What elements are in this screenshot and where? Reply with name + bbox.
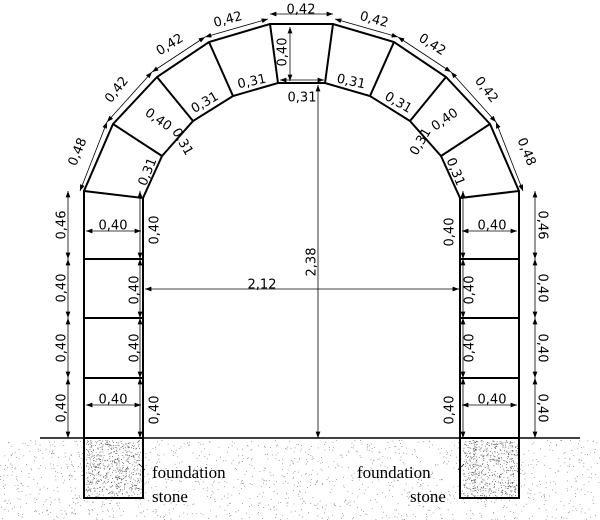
ground-stipple <box>0 440 600 520</box>
voussoir-depth-dim: 0,40 <box>429 106 461 135</box>
voussoir-joint <box>83 190 144 199</box>
arch-inner-dim: 0,31 <box>335 72 366 93</box>
dimension-lines <box>65 11 538 438</box>
voussoir-joint <box>324 23 334 84</box>
arch-inner-dim: 0,31 <box>443 156 468 188</box>
pier-width: 0,40 <box>99 219 128 234</box>
voussoir-joint <box>112 123 163 157</box>
keystone-depth-dim: 0,40 <box>276 38 291 67</box>
pier-height-top-right: 0,46 <box>535 211 550 240</box>
arch-outer-dim: 0,42 <box>154 31 187 59</box>
pier-height-right: 0,40 <box>535 334 550 363</box>
arch-inner-dim: 0,31 <box>407 126 434 159</box>
dimension-line <box>106 71 153 123</box>
pier-height-top-left: 0,46 <box>55 211 70 240</box>
pier-height-right: 0,40 <box>535 274 550 303</box>
pier-width: 0,40 <box>478 393 507 408</box>
keystone-inner-dim: 0,31 <box>288 91 317 106</box>
voussoir-joint <box>269 23 279 84</box>
pier-inner-height: 0,40 <box>128 276 143 305</box>
arch-outer-springer-dim: 0,48 <box>514 136 539 168</box>
pier-height-left: 0,40 <box>55 394 70 423</box>
pier-inner-height: 0,40 <box>463 334 478 363</box>
voussoir-depth-dim: 0,40 <box>142 106 174 135</box>
dimension-line <box>334 18 399 38</box>
dimension-line <box>151 36 206 73</box>
arch-inner-edge <box>142 82 461 438</box>
pier-height-right: 0,40 <box>535 394 550 423</box>
left-foundation-stone <box>83 437 144 499</box>
pier-inner-height: 0,40 <box>148 396 163 425</box>
pier-inner-height: 0,40 <box>148 216 163 245</box>
left-foundation-label-2: stone <box>152 487 188 506</box>
arch-outer-dim: 0,42 <box>102 74 132 106</box>
pier-height-left: 0,40 <box>55 334 70 363</box>
arch-outer-edge <box>83 23 520 438</box>
arch-outer-dim: 0,42 <box>212 9 244 31</box>
arch-outer-dim: 0,42 <box>287 3 316 18</box>
dimension-line <box>79 121 108 192</box>
right-foundation-label-2: stone <box>410 487 446 506</box>
arch-outer-dim: 0,42 <box>471 74 501 106</box>
right-foundation-label-1: foundation <box>357 463 431 482</box>
voussoir-joint <box>440 123 491 157</box>
arch-outer-dim: 0,42 <box>358 9 390 31</box>
voussoir-joint <box>459 190 520 199</box>
pier-width: 0,40 <box>478 219 507 234</box>
span-dim-label: 2,12 <box>248 278 277 293</box>
dimension-line <box>450 71 497 123</box>
pier-width: 0,40 <box>99 393 128 408</box>
dimension-line <box>495 121 524 192</box>
arch-inner-dim: 0,31 <box>236 72 267 93</box>
pier-inner-height: 0,40 <box>443 218 458 247</box>
left-foundation-label-1: foundation <box>152 463 226 482</box>
pier-inner-height: 0,40 <box>443 396 458 425</box>
rise-dim-label: 2,38 <box>305 248 320 277</box>
voussoir-joint <box>156 76 194 122</box>
pier-inner-height: 0,40 <box>463 276 478 305</box>
arch-inner-dim: 0,31 <box>136 156 161 188</box>
pier-inner-height: 0,40 <box>128 334 143 363</box>
dimension-line <box>397 36 452 73</box>
arch-inner-dim: 0,31 <box>168 126 195 159</box>
voussoir-joint <box>208 41 234 97</box>
arch-outer-dim: 0,42 <box>416 31 449 59</box>
dimension-line <box>204 18 269 38</box>
arch-outer-springer-dim: 0,48 <box>66 136 91 168</box>
voussoir-joint <box>409 76 447 122</box>
voussoir-joint <box>369 41 395 97</box>
pier-height-left: 0,40 <box>55 274 70 303</box>
